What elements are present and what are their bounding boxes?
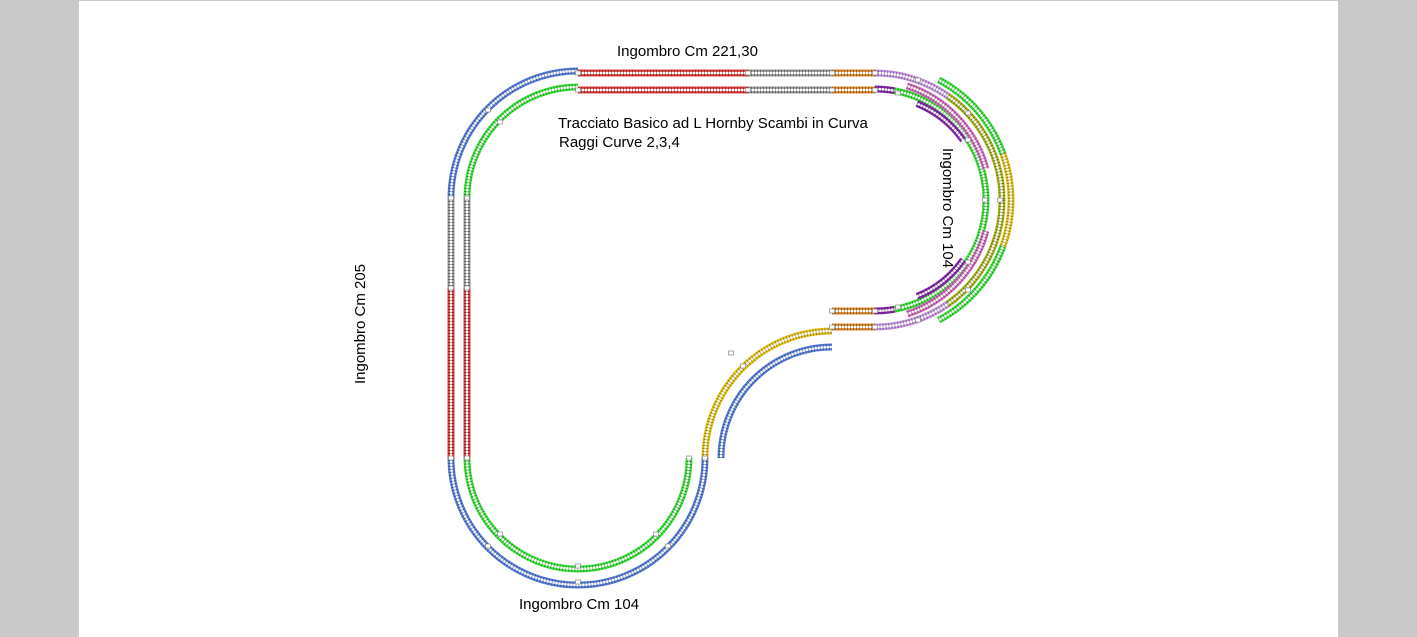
track-piece — [937, 76, 1007, 155]
track-joiner — [895, 304, 901, 310]
track-joiner — [740, 363, 746, 369]
track-joiner — [653, 531, 659, 537]
track-piece — [893, 199, 990, 313]
track-joiner — [497, 531, 503, 537]
track-piece — [945, 199, 1006, 307]
left-dimension-label: Ingombro Cm 205 — [352, 263, 369, 385]
track-joiner — [448, 455, 454, 461]
track-joiner — [915, 317, 921, 323]
track-piece — [906, 230, 990, 318]
track-piece — [999, 152, 1015, 248]
layout-title-line1: Tracciato Basico ad L Hornby Scambi in C… — [558, 115, 868, 132]
track-joiner — [575, 87, 581, 93]
track-joiner — [965, 137, 971, 143]
track-piece — [945, 93, 1006, 201]
layout-canvas: Ingombro Cm 221,30 Tracciato Basico ad L… — [79, 1, 1338, 637]
track-joiner — [872, 87, 878, 93]
track-piece — [463, 83, 579, 199]
track-piece — [915, 257, 967, 300]
layout-title-line2: Raggi Curve 2,3,4 — [559, 134, 680, 151]
track-joiner — [686, 455, 692, 461]
track-joiner — [575, 70, 581, 76]
track-joiner — [485, 543, 491, 549]
track-joiner — [575, 563, 581, 569]
track-joiner — [829, 70, 835, 76]
track-piece — [906, 82, 990, 170]
track-joiner — [872, 308, 878, 314]
track-joiner — [965, 110, 971, 116]
track-joiner — [665, 543, 671, 549]
top-dimension-label: Ingombro Cm 221,30 — [617, 43, 758, 60]
track-piece — [874, 85, 895, 95]
track-joiner — [485, 107, 491, 113]
track-joiner — [575, 579, 581, 585]
track-joiner — [448, 285, 454, 291]
track-joiner — [464, 455, 470, 461]
track-joiner — [448, 195, 454, 201]
track-joiner — [829, 87, 835, 93]
right-dimension-label: Ingombro Cm 104 — [939, 147, 956, 269]
track-joiner — [745, 87, 751, 93]
track-joiner — [464, 285, 470, 291]
track-joiner — [464, 195, 470, 201]
track-piece — [447, 457, 709, 589]
track-joiner — [915, 77, 921, 83]
track-joiner — [872, 70, 878, 76]
track-joiner — [982, 197, 988, 203]
track-joiner — [702, 455, 708, 461]
track-piece — [874, 301, 950, 331]
track-joiner — [829, 308, 835, 314]
bottom-dimension-label: Ingombro Cm 104 — [519, 596, 640, 613]
track-joiner — [745, 70, 751, 76]
track-joiner — [895, 90, 901, 96]
track-piece — [717, 343, 833, 459]
track-joiner — [872, 324, 878, 330]
track-piece — [893, 87, 990, 201]
track-joiner — [497, 119, 503, 125]
track-piece — [874, 305, 895, 315]
track-joiner — [728, 350, 734, 356]
track-piece — [915, 100, 967, 143]
track-joiner — [829, 324, 835, 330]
track-joiner — [965, 259, 971, 265]
track-joiner — [997, 197, 1003, 203]
track-piece — [463, 457, 693, 573]
track-layout — [447, 67, 1015, 589]
track-joiner — [965, 287, 971, 293]
track-piece — [937, 245, 1007, 324]
track-piece — [874, 69, 950, 99]
